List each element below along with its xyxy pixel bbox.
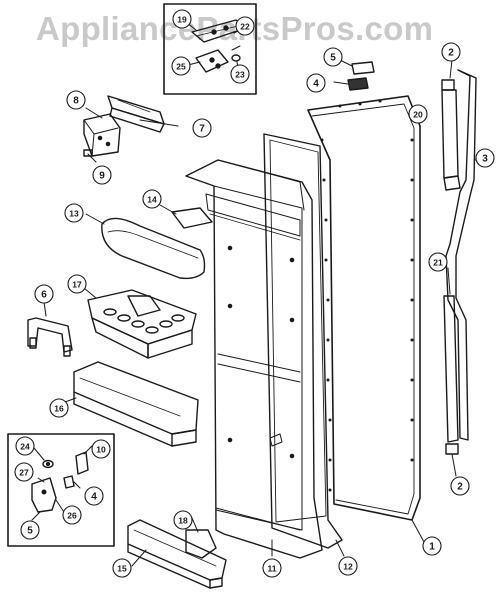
callout-label: 7 (199, 124, 205, 135)
parts-4-5-top (333, 59, 375, 91)
callout-label: 4 (91, 492, 97, 503)
part-12-gasket (263, 133, 345, 557)
callout-8: 8 (66, 90, 86, 110)
callout-label: 21 (433, 258, 443, 268)
door-handle-trims (441, 59, 485, 477)
part-18-bracket (185, 517, 217, 559)
callout-label: 6 (41, 290, 47, 301)
callout-27: 27 (14, 462, 34, 482)
callout-1: 1 (422, 536, 442, 556)
callout-label: 3 (482, 154, 488, 165)
callout-label: 2 (448, 48, 454, 59)
callout-label: 14 (147, 195, 157, 205)
callout-10: 10 (91, 439, 111, 459)
callout-19: 19 (172, 9, 192, 29)
part-11-door-liner (185, 159, 323, 559)
hinge-assembly-7-8 (83, 95, 179, 163)
callout-24: 24 (15, 436, 35, 456)
callout-label: 16 (54, 404, 64, 414)
callout-label: 27 (19, 468, 29, 478)
callout-16: 16 (49, 398, 69, 418)
callout-2: 2 (441, 42, 461, 62)
callout-label: 12 (343, 562, 353, 572)
callout-26: 26 (62, 505, 82, 525)
callout-6: 6 (34, 284, 54, 304)
callout-label: 10 (96, 445, 106, 455)
callout-25: 25 (171, 56, 191, 76)
part-13-cover (85, 213, 206, 280)
callout-12: 12 (338, 556, 358, 576)
callout-5: 5 (323, 47, 343, 67)
callout-label: 17 (72, 280, 82, 290)
callout-9: 9 (92, 165, 112, 185)
callout-15: 15 (112, 558, 132, 578)
callout-label: 4 (313, 79, 319, 90)
callout-label: 20 (413, 110, 423, 120)
callout-label: 22 (240, 22, 250, 32)
callout-17: 17 (67, 274, 87, 294)
part-16-door-bin (53, 361, 199, 447)
callout-3: 3 (475, 148, 495, 168)
bracket-inset-bottom (7, 433, 115, 547)
callout-label: 25 (176, 62, 186, 72)
part-6-clip (27, 301, 73, 357)
callout-label: 19 (177, 15, 187, 25)
callout-4: 4 (84, 486, 104, 506)
part-14-plate (159, 204, 213, 229)
callout-21: 21 (428, 252, 448, 272)
callout-5: 5 (20, 520, 40, 540)
callout-label: 23 (235, 70, 245, 80)
callout-label: 5 (330, 53, 336, 64)
callout-18: 18 (173, 510, 193, 530)
callout-label: 13 (69, 209, 79, 219)
callout-13: 13 (64, 203, 84, 223)
callout-label: 5 (27, 526, 33, 537)
callout-14: 14 (142, 189, 162, 209)
site-watermark: AppliancePartsPros.com (36, 10, 434, 47)
callout-7: 7 (192, 118, 212, 138)
callout-11: 11 (262, 558, 282, 578)
callout-label: 1 (429, 542, 435, 553)
callout-label: 8 (73, 96, 79, 107)
callout-label: 9 (99, 171, 105, 182)
callout-label: 24 (20, 442, 30, 452)
callout-label: 2 (457, 482, 463, 493)
part-19-egg-tray (83, 287, 197, 359)
callout-2: 2 (450, 476, 470, 496)
callout-22: 22 (235, 16, 255, 36)
callout-label: 11 (268, 564, 277, 574)
callout-23: 23 (230, 64, 250, 84)
callout-label: 18 (178, 516, 188, 526)
part-15-bottom-bin (127, 519, 227, 589)
part-1-outer-door (307, 95, 425, 543)
callout-label: 15 (117, 564, 127, 574)
callout-4: 4 (306, 73, 326, 93)
callout-label: 26 (67, 511, 77, 521)
callout-20: 20 (408, 104, 428, 124)
